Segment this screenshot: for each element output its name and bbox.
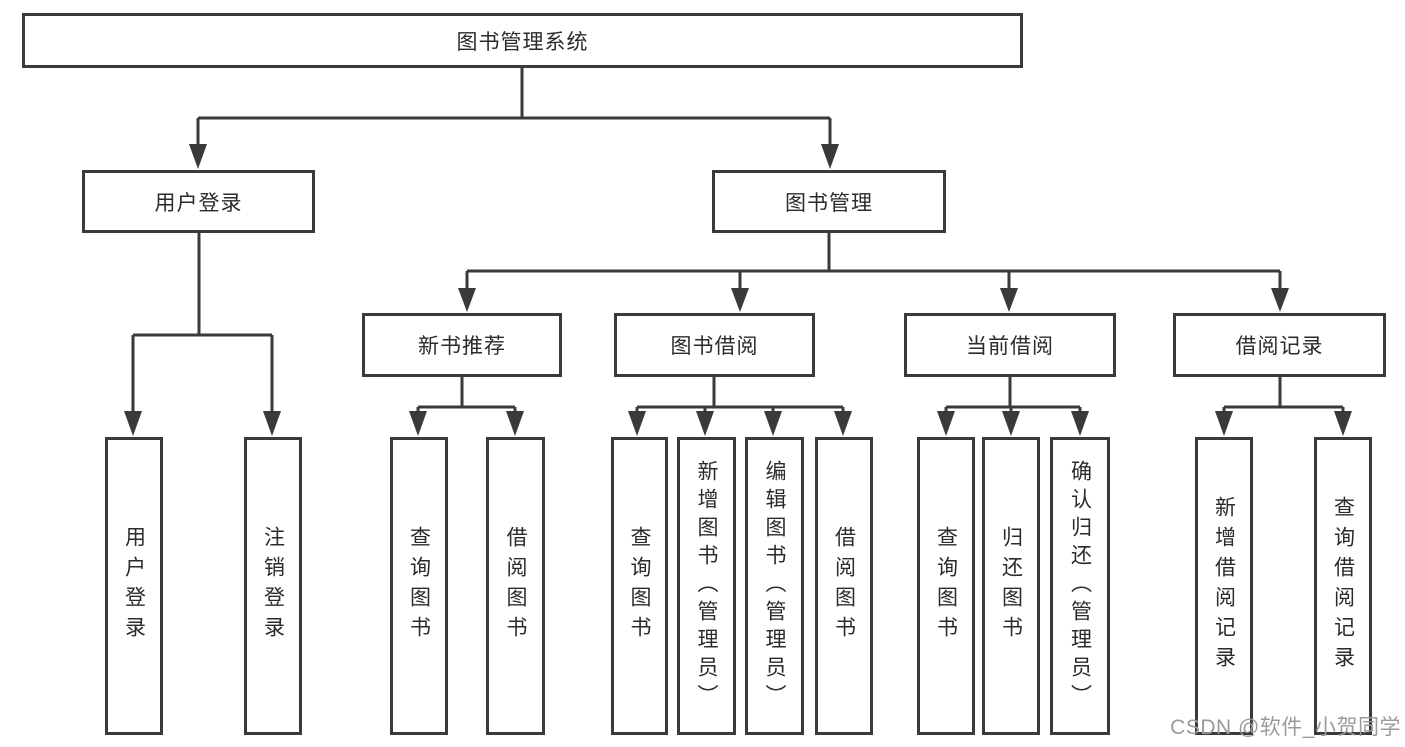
leaf-edit-book-admin-label: 编辑图书（管理员） <box>763 460 786 712</box>
leaf-confirm-return-admin: 确认归还（管理员） <box>1050 437 1110 735</box>
leaf-borrow-books-recommend: 借阅图书 <box>486 437 545 735</box>
leaf-query-books-borrow: 查询图书 <box>611 437 668 735</box>
leaf-user-login-label: 用户登录 <box>122 526 146 646</box>
leaf-user-login: 用户登录 <box>105 437 163 735</box>
node-book-borrow-label: 图书借阅 <box>670 335 759 358</box>
node-book-management: 图书管理 <box>712 170 946 233</box>
leaf-query-books-current: 查询图书 <box>917 437 975 735</box>
leaf-borrow-books-recommend-label: 借阅图书 <box>504 526 527 646</box>
leaf-return-book: 归还图书 <box>982 437 1040 735</box>
node-book-management-label: 图书管理 <box>785 191 873 215</box>
node-borrow-records: 借阅记录 <box>1173 313 1386 377</box>
node-new-book-recommend: 新书推荐 <box>362 313 562 377</box>
node-user-login-label: 用户登录 <box>154 191 243 215</box>
leaf-borrow-books: 借阅图书 <box>815 437 873 735</box>
leaf-borrow-books-label: 借阅图书 <box>832 526 856 646</box>
node-current-borrow: 当前借阅 <box>904 313 1116 377</box>
leaf-add-borrow-record: 新增借阅记录 <box>1195 437 1253 735</box>
leaf-query-books-borrow-label: 查询图书 <box>628 526 651 646</box>
leaf-query-borrow-record-label: 查询借阅记录 <box>1331 496 1355 676</box>
node-root: 图书管理系统 <box>22 13 1023 68</box>
node-current-borrow-label: 当前借阅 <box>966 335 1054 358</box>
node-book-borrow: 图书借阅 <box>614 313 815 377</box>
leaf-logout-label: 注销登录 <box>261 526 285 646</box>
watermark: CSDN @软件_小贺同学 <box>1170 716 1401 739</box>
leaf-add-book-admin-label: 新增图书（管理员） <box>695 460 718 712</box>
leaf-query-books-recommend: 查询图书 <box>390 437 448 735</box>
leaf-return-book-label: 归还图书 <box>999 526 1023 646</box>
leaf-add-borrow-record-label: 新增借阅记录 <box>1212 496 1236 676</box>
leaf-edit-book-admin: 编辑图书（管理员） <box>745 437 804 735</box>
leaf-query-books-recommend-label: 查询图书 <box>407 526 431 646</box>
node-new-book-recommend-label: 新书推荐 <box>418 335 506 358</box>
leaf-confirm-return-admin-label: 确认归还（管理员） <box>1068 460 1092 712</box>
leaf-logout: 注销登录 <box>244 437 302 735</box>
leaf-query-books-current-label: 查询图书 <box>934 526 958 646</box>
node-borrow-records-label: 借阅记录 <box>1235 335 1324 358</box>
leaf-add-book-admin: 新增图书（管理员） <box>677 437 736 735</box>
node-user-login: 用户登录 <box>82 170 315 233</box>
leaf-query-borrow-record: 查询借阅记录 <box>1314 437 1372 735</box>
node-root-label: 图书管理系统 <box>456 30 589 54</box>
